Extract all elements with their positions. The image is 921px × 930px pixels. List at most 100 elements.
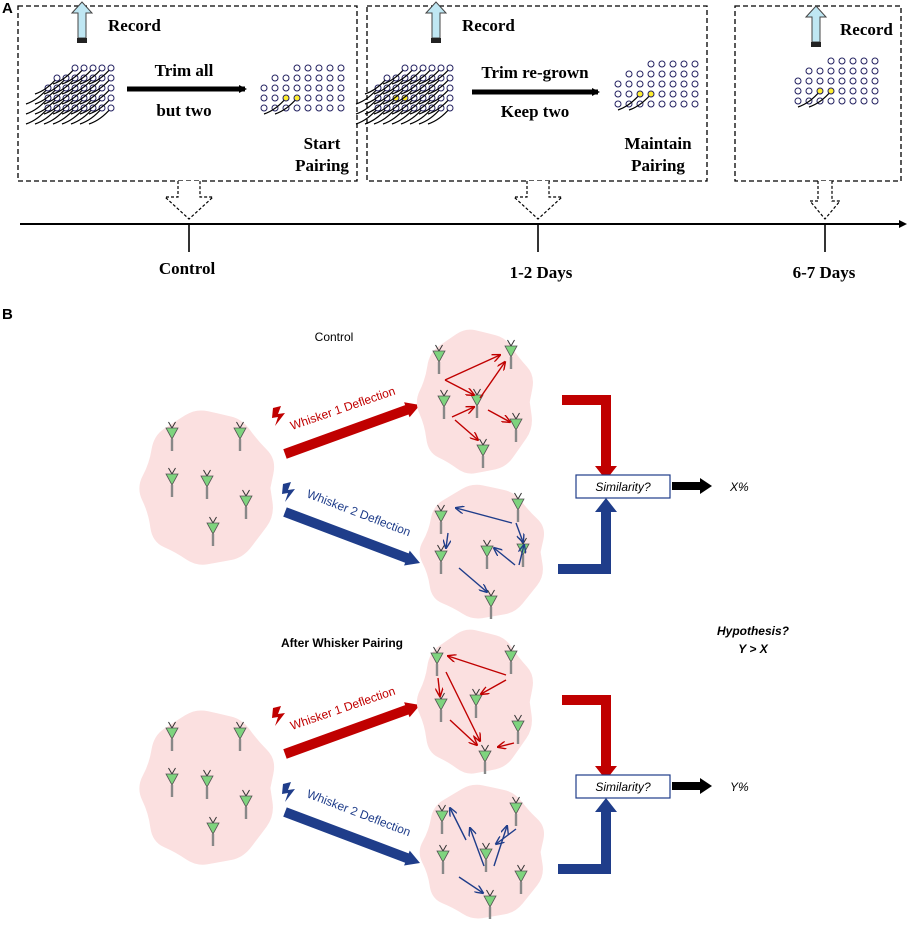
whisker-follicle — [107, 104, 115, 112]
action-label-top: Trim all — [155, 61, 214, 80]
whisker-follicle — [437, 94, 445, 102]
whisker-follicle — [326, 84, 334, 92]
bolt-icon — [272, 706, 285, 726]
whisker-follicle — [838, 97, 846, 105]
cortex-region — [419, 484, 545, 619]
similarity-label: Similarity? — [595, 480, 651, 494]
whisker-follicle — [614, 80, 622, 88]
whisker-follicle — [337, 74, 345, 82]
whisker-follicle — [80, 104, 88, 112]
whisker-follicle — [680, 70, 688, 78]
whisker-follicle — [816, 67, 824, 75]
whisker-follicle — [816, 87, 824, 95]
connection-arrow — [494, 548, 516, 566]
whisker-follicle — [80, 94, 88, 102]
deflection-label: Whisker 2 Deflection — [305, 787, 413, 840]
connection-arrow — [448, 656, 507, 676]
whisker-follicle — [62, 74, 70, 82]
whisker-follicle — [805, 77, 813, 85]
merge-arrow — [558, 498, 617, 574]
whisker-follicle — [304, 64, 312, 72]
whisker-follicle — [827, 87, 835, 95]
whisker-follicle — [410, 74, 418, 82]
whisker-follicle — [89, 104, 97, 112]
whisker-follicle — [107, 94, 115, 102]
whisker-follicle — [293, 74, 301, 82]
whisker-follicle — [374, 94, 382, 102]
whisker-follicle — [860, 77, 868, 85]
whisker-follicle — [849, 87, 857, 95]
section-title-pairing: After Whisker Pairing — [281, 636, 403, 650]
note-line-1: Maintain — [624, 134, 692, 153]
whisker-follicle — [44, 84, 52, 92]
whisker-follicle — [98, 84, 106, 92]
connection-arrow — [470, 828, 485, 867]
whisker-follicle — [419, 64, 427, 72]
connection-arrow — [438, 677, 440, 696]
whisker-follicle — [428, 84, 436, 92]
connection-arrow — [445, 671, 480, 741]
record-box-1: Record Trim all but two Start Pairing — [17, 1, 358, 182]
note-line-2: Pairing — [295, 156, 349, 175]
whisker-array-regrown — [355, 64, 454, 125]
connection-arrow — [444, 379, 474, 395]
whisker-follicle — [71, 94, 79, 102]
connection-arrow — [496, 828, 517, 844]
whisker-follicle — [401, 64, 409, 72]
whisker-follicle — [658, 100, 666, 108]
whisker-follicle — [647, 90, 655, 98]
whisker-follicle — [53, 104, 61, 112]
whisker-follicle — [53, 74, 61, 82]
whisker-follicle — [89, 74, 97, 82]
whisker-follicle — [428, 104, 436, 112]
whisker-follicle — [428, 64, 436, 72]
deflection-arrow — [283, 702, 421, 759]
whisker-follicle — [446, 104, 454, 112]
connection-arrow — [456, 508, 513, 524]
whisker-array-paired — [794, 57, 879, 108]
whisker-follicle — [437, 84, 445, 92]
whisker-follicle — [691, 80, 699, 88]
record-arrow-icon — [424, 1, 448, 43]
record-label: Record — [108, 16, 161, 35]
deflection-label: Whisker 1 Deflection — [288, 384, 397, 433]
whisker-follicle — [107, 74, 115, 82]
whisker-follicle — [827, 57, 835, 65]
whisker-follicle — [410, 104, 418, 112]
whisker-follicle — [446, 64, 454, 72]
connection-arrow — [454, 419, 478, 440]
whisker-follicle — [871, 97, 879, 105]
timeline-label: 6-7 Days — [793, 263, 856, 282]
connection-arrow — [451, 407, 474, 418]
whisker-follicle — [446, 74, 454, 82]
whisker-follicle — [871, 67, 879, 75]
whisker-follicle — [669, 90, 677, 98]
whisker-follicle — [446, 84, 454, 92]
whisker-follicle — [392, 104, 400, 112]
whisker-follicle — [838, 57, 846, 65]
whisker-follicle — [827, 77, 835, 85]
action-label-bottom: but two — [156, 101, 211, 120]
whisker-follicle — [871, 87, 879, 95]
section-title-control: Control — [315, 330, 354, 344]
whisker-follicle — [658, 90, 666, 98]
connection-arrow — [458, 876, 483, 893]
record-box-3: Record — [734, 5, 902, 182]
whisker-follicle — [680, 60, 688, 68]
whisker-follicle — [691, 90, 699, 98]
whisker-follicle — [260, 84, 268, 92]
whisker-follicle — [392, 84, 400, 92]
whisker-follicle — [326, 74, 334, 82]
whisker-array-full — [25, 64, 115, 125]
whisker-follicle — [437, 64, 445, 72]
whisker-follicle — [636, 70, 644, 78]
connection-arrow — [450, 808, 467, 841]
whisker-follicle — [98, 94, 106, 102]
whisker-follicle — [849, 67, 857, 75]
whisker-array-kept — [614, 60, 699, 111]
connection-arrow — [515, 522, 523, 542]
connection-arrow — [479, 362, 505, 399]
whisker-follicle — [315, 94, 323, 102]
